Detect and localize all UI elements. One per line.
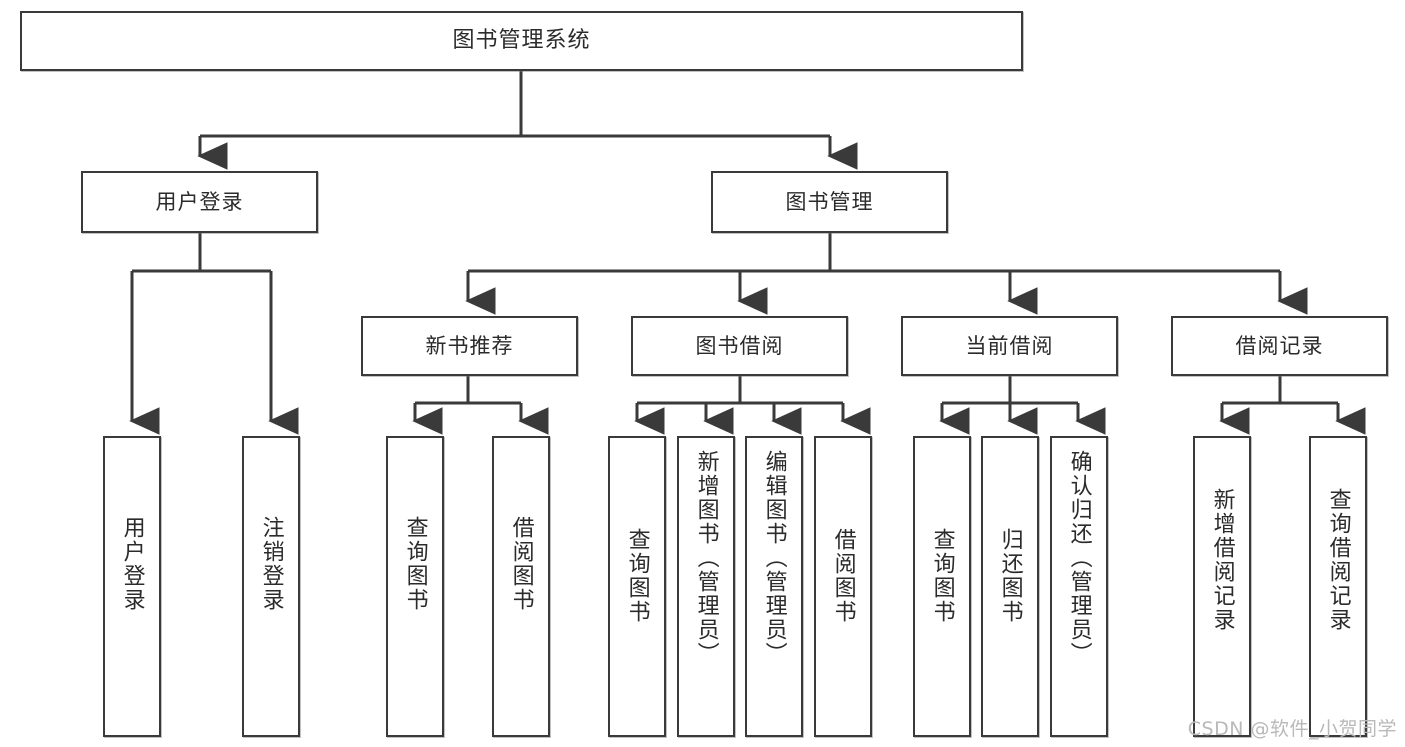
node-label: 查询图书 <box>624 528 650 624</box>
node-leaf-query-borrow-record[interactable]: 查询借阅记录 <box>1309 436 1367 737</box>
node-label: 查询图书 <box>929 528 955 624</box>
node-label: 借阅图书 <box>508 516 534 612</box>
node-new-book-recommend[interactable]: 新书推荐 <box>361 316 578 376</box>
node-label: 归还图书 <box>997 528 1023 624</box>
node-borrow-record[interactable]: 借阅记录 <box>1171 316 1388 376</box>
node-label: 新增图书（管理员） <box>693 450 719 666</box>
node-label: 图书借阅 <box>695 333 784 358</box>
node-label: 图书管理系统 <box>452 28 591 54</box>
node-label: 当前借阅 <box>965 333 1054 358</box>
node-leaf-user-logout[interactable]: 注销登录 <box>242 436 300 737</box>
node-leaf-edit-book-admin[interactable]: 编辑图书（管理员） <box>745 436 803 737</box>
node-leaf-confirm-return-admin[interactable]: 确认归还（管理员） <box>1050 436 1108 737</box>
node-leaf-return-book[interactable]: 归还图书 <box>981 436 1039 737</box>
node-leaf-borrow-book[interactable]: 借阅图书 <box>814 436 872 737</box>
node-label: 查询图书 <box>402 516 428 612</box>
node-leaf-query-book-recommend[interactable]: 查询图书 <box>386 436 444 737</box>
node-label: 注销登录 <box>258 516 284 612</box>
node-label: 用户登录 <box>119 516 145 612</box>
node-user-login[interactable]: 用户登录 <box>81 171 318 233</box>
node-leaf-add-book-admin[interactable]: 新增图书（管理员） <box>677 436 735 737</box>
node-leaf-user-login[interactable]: 用户登录 <box>103 436 161 737</box>
node-label: 图书管理 <box>785 189 874 214</box>
node-label: 查询借阅记录 <box>1325 488 1351 632</box>
node-leaf-query-book-borrow[interactable]: 查询图书 <box>608 436 666 737</box>
node-label: 确认归还（管理员） <box>1066 450 1092 666</box>
node-label: 新增借阅记录 <box>1209 488 1235 632</box>
node-book-management[interactable]: 图书管理 <box>711 171 948 233</box>
node-leaf-add-borrow-record[interactable]: 新增借阅记录 <box>1193 436 1251 737</box>
watermark-text: CSDN @软件_小贺同学 <box>1187 718 1397 740</box>
node-current-borrow[interactable]: 当前借阅 <box>901 316 1118 376</box>
node-leaf-query-book-current[interactable]: 查询图书 <box>913 436 971 737</box>
node-label: 新书推荐 <box>425 333 514 358</box>
node-leaf-borrow-book-recommend[interactable]: 借阅图书 <box>492 436 550 737</box>
node-book-borrow[interactable]: 图书借阅 <box>631 316 848 376</box>
node-label: 编辑图书（管理员） <box>761 450 787 666</box>
node-label: 用户登录 <box>155 189 244 214</box>
node-label: 借阅记录 <box>1235 333 1324 358</box>
node-label: 借阅图书 <box>830 528 856 624</box>
node-root-system[interactable]: 图书管理系统 <box>20 11 1023 71</box>
